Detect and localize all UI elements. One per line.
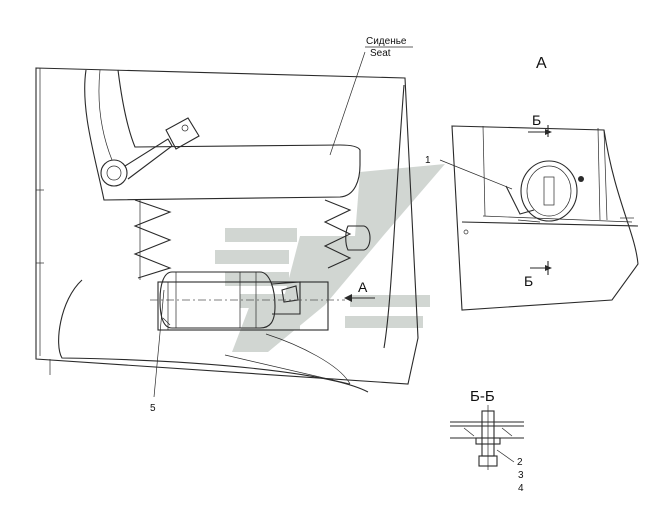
seat-label-ru: Сиденье (366, 36, 407, 47)
cut-b-top-label: Б (532, 112, 541, 128)
seat-lever (100, 117, 200, 187)
seat-backrest (84, 69, 361, 201)
bellows-right (323, 199, 371, 269)
section-bb: Б-Б 2 3 4 (450, 388, 524, 494)
callout-5: 5 (150, 289, 165, 414)
callout-2-label: 2 (517, 457, 523, 468)
callout-5-label: 5 (150, 403, 156, 414)
callout-1-label: 1 (425, 155, 431, 166)
bellows-left (133, 199, 172, 280)
seat-label-en: Seat (370, 48, 391, 59)
callout-4-label: 4 (518, 483, 524, 494)
cut-b-bottom-label: Б (524, 273, 533, 289)
view-a-arrow: А (344, 279, 375, 302)
arrow-a-label: А (358, 279, 368, 295)
watermark-logo (215, 164, 445, 352)
callout-3-label: 3 (518, 470, 524, 481)
cab-frame (35, 67, 419, 385)
cylinder-assembly (150, 271, 345, 331)
section-bb-title: Б-Б (470, 388, 495, 405)
view-a-detail: А 1 Б Б (425, 55, 639, 311)
view-a-title: А (536, 55, 547, 72)
seat-leader: Сиденье Seat (329, 36, 413, 156)
floor-lines (58, 84, 405, 393)
